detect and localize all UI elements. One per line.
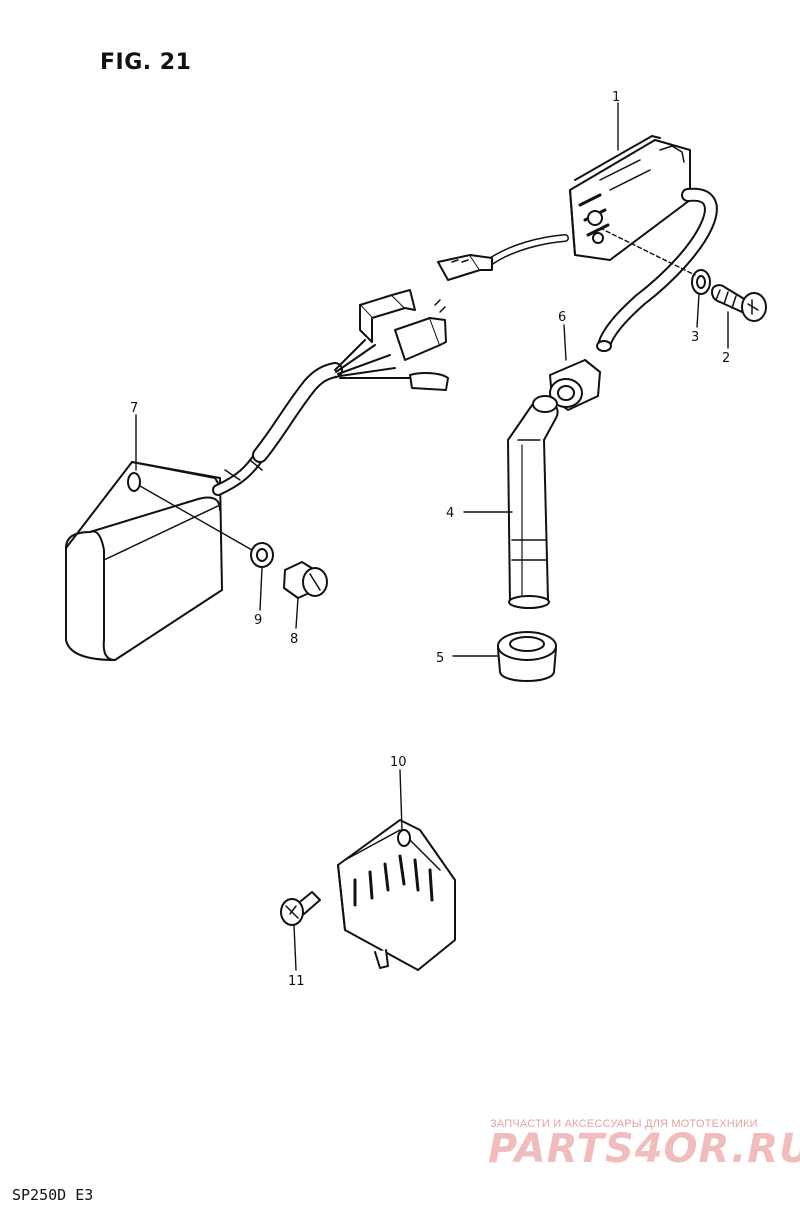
part-9-washer (250, 542, 274, 568)
part-5-cap (497, 631, 557, 682)
part-2-bolt (711, 284, 767, 322)
callout-2: 2 (722, 351, 730, 366)
part-10-regulator (337, 819, 456, 971)
model-code: SP250D E3 (12, 1186, 94, 1204)
leader-lines (135, 102, 729, 971)
watermark-tagline: ЗАПЧАСТИ И АКСЕССУАРЫ ДЛЯ МОТОТЕХНИКИ (490, 1118, 758, 1130)
callout-1: 1 (612, 90, 620, 105)
callout-labels: 1 2 3 4 5 6 7 8 9 10 11 (130, 90, 730, 989)
part-3-washer (691, 269, 711, 295)
callout-3: 3 (691, 330, 699, 345)
callout-9: 9 (254, 613, 262, 628)
callout-5: 5 (436, 651, 444, 666)
connector-small (437, 254, 493, 281)
watermark-logo: PARTS4OR.RU (488, 1126, 800, 1172)
part-1-coil-unit (486, 135, 718, 352)
part-7-cdi-unit (65, 339, 413, 661)
callout-4: 4 (446, 506, 454, 521)
callout-11: 11 (288, 974, 305, 989)
figure-title: FIG. 21 (100, 50, 192, 75)
callout-7: 7 (130, 401, 138, 416)
callout-8: 8 (290, 632, 298, 647)
connector-cluster (359, 289, 449, 391)
part-6-grommet (549, 359, 601, 411)
callout-6: 6 (558, 310, 566, 325)
callout-10: 10 (390, 755, 407, 770)
part-4-boot (507, 395, 559, 609)
part-11-screw (280, 891, 321, 926)
part-8-screw (283, 561, 328, 599)
